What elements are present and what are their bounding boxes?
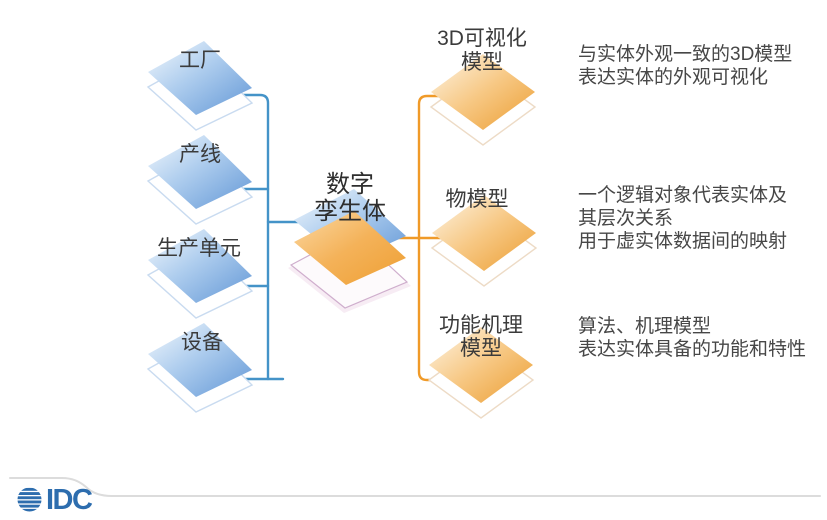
functional-mechanism-model-label: 功能机理 模型 [411, 314, 551, 360]
digital-twin-stack [288, 189, 411, 313]
description-line: 用于虚实体数据间的映射 [578, 231, 788, 252]
idc-logo: IDC [16, 483, 93, 516]
idc-logo-text: IDC [46, 483, 93, 516]
3d-visualization-model-label-line2: 模型 [461, 51, 503, 74]
description-line: 表达实体的外观可视化 [578, 67, 769, 88]
thing-model-description: 一个逻辑对象代表实体及 其层次关系 用于虚实体数据间的映射 [578, 184, 827, 253]
thing-model-label: 物模型 [407, 188, 547, 212]
functional-mechanism-model-label-line1: 功能机理 [439, 314, 523, 337]
factory-label: 工厂 [179, 49, 221, 72]
3d-visualization-model-label: 3D可视化 模型 [412, 27, 552, 75]
3d-visualization-model-label-line1: 3D可视化 [437, 27, 527, 50]
factory-diamond [146, 41, 254, 131]
description-line: 一个逻辑对象代表实体及 [578, 185, 788, 206]
stack-orange-plate [294, 211, 406, 285]
equipment-label: 设备 [181, 331, 223, 354]
functional-mechanism-model-diamond [427, 327, 535, 419]
digital-twin-title: 数字 孪生体 [280, 171, 420, 225]
digital-twin-title-line1: 数字 [326, 171, 374, 198]
thing-model-diamond [430, 195, 538, 287]
idc-globe-icon [17, 487, 42, 512]
description-line: 与实体外观一致的3D模型 [578, 44, 793, 65]
footer-divider-line [9, 477, 821, 497]
3d-visualization-model-diamond [429, 54, 537, 146]
functional-mechanism-model-description: 算法、机理模型 表达实体具备的功能和特性 [578, 315, 827, 361]
3d-visualization-model-description: 与实体外观一致的3D模型 表达实体的外观可视化 [578, 43, 827, 89]
digital-twin-title-line2: 孪生体 [314, 198, 386, 225]
production-line-label: 产线 [179, 143, 221, 166]
functional-mechanism-model-label-line2: 模型 [460, 337, 502, 360]
production-unit-label: 生产单元 [157, 237, 241, 260]
thing-model-label-line1: 物模型 [445, 188, 509, 211]
description-line: 算法、机理模型 [578, 316, 712, 337]
equipment-diamond [146, 323, 254, 413]
description-line: 其层次关系 [578, 208, 674, 229]
description-line: 表达实体具备的功能和特性 [578, 339, 807, 360]
production-unit-diamond [146, 229, 254, 319]
production-line-diamond [146, 135, 254, 225]
